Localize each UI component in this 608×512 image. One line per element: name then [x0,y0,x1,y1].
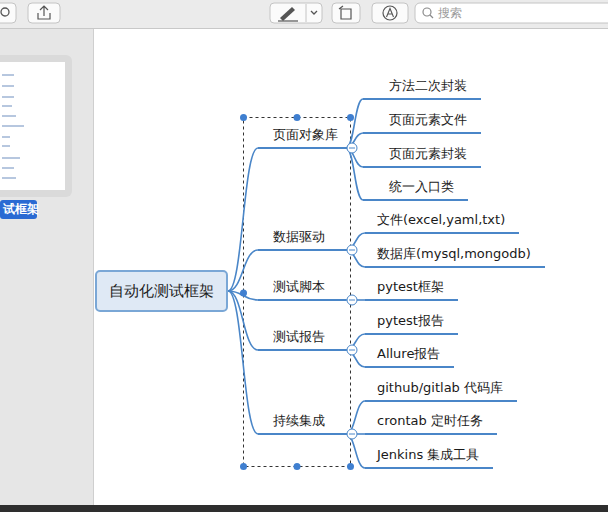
markup-icon [383,6,397,20]
search-placeholder: 搜索 [438,3,462,23]
topic-text: 页面元素封装 [389,146,467,162]
main-topic: 测试脚本 [258,277,346,301]
topic-text: 数据库(mysql,mongodb) [377,246,531,262]
sidebar-border [93,29,94,505]
thumbnail-label: 试框架 [3,201,39,218]
thumbnail [0,62,65,190]
topic-text: pytest报告 [377,313,444,329]
sub-topic: Allure报告 [365,344,454,368]
sub-topic: pytest报告 [365,311,458,335]
branch-line [228,250,258,291]
collapse-buttons [347,143,357,439]
sub-topic: 方法二次封装 [363,76,481,100]
topic-text: 统一入口类 [389,179,454,195]
sub-topic: github/gitlab 代码库 [365,378,517,402]
main-topic: 数据驱动 [258,227,346,251]
toolbar-button [372,3,408,23]
rotate-icon [339,6,351,19]
toolbar-button [28,3,60,23]
sidebar [0,29,93,505]
branch-line [346,99,363,148]
thumbnail-lines [2,75,24,178]
selection-frame [244,118,351,467]
toolbar-button [270,3,322,23]
main-topic: 持续集成 [258,411,346,435]
sub-topic: crontab 定时任务 [365,411,497,435]
sub-topic: 页面元素封装 [363,144,481,168]
sub-topic: 页面元素文件 [363,110,481,134]
topic-text: 测试脚本 [273,279,325,295]
topic-text: 自动化测试框架 [109,272,214,310]
chevron-icon [311,11,317,14]
thumbnail-frame [0,55,72,197]
sub-topic: pytest框架 [365,277,458,301]
sub-topic: 数据库(mysql,mongodb) [365,244,545,268]
branch-line [228,291,258,350]
sub-topic: Jenkins 集成工具 [365,445,493,469]
topic-text: 数据驱动 [273,229,325,245]
branch-line [346,401,365,434]
topic-text: 测试报告 [273,329,325,345]
topic-text: crontab 定时任务 [377,413,483,429]
selection-handles [240,114,354,470]
topic-text: Allure报告 [377,346,440,362]
pen-icon [280,7,295,21]
sub-topic: 文件(excel,yaml,txt) [365,210,519,234]
branch-line [228,291,258,434]
topic-text: 持续集成 [273,413,325,429]
topic-text: pytest框架 [377,279,444,295]
topic-text: 方法二次封装 [389,78,467,94]
topic-text: 文件(excel,yaml,txt) [377,212,505,228]
topic-text: 页面对象库 [273,127,338,143]
bottom-bar [0,505,608,512]
button-divider [306,4,307,22]
branch-line [346,434,365,468]
topic-text: github/gitlab 代码库 [377,380,503,396]
search-icon [423,8,431,16]
main-topic: 测试报告 [258,327,346,351]
markup-icon-glyph [387,9,394,18]
zoom-icon [1,8,9,16]
toolbar-button [332,3,360,23]
sub-topic: 统一入口类 [363,177,468,201]
share-icon [38,6,50,19]
topic-text: Jenkins 集成工具 [377,447,479,463]
branch-line [228,148,258,291]
root-topic: 自动化测试框架 [95,270,228,312]
search-icon-handle [430,15,433,18]
branch-line [346,148,363,200]
toolbar-button [0,3,16,23]
search-field [415,3,608,23]
toolbar-border [0,28,608,29]
topic-text: 页面元素文件 [389,112,467,128]
pen-icon-line [278,20,298,21]
main-topic: 页面对象库 [258,125,346,149]
